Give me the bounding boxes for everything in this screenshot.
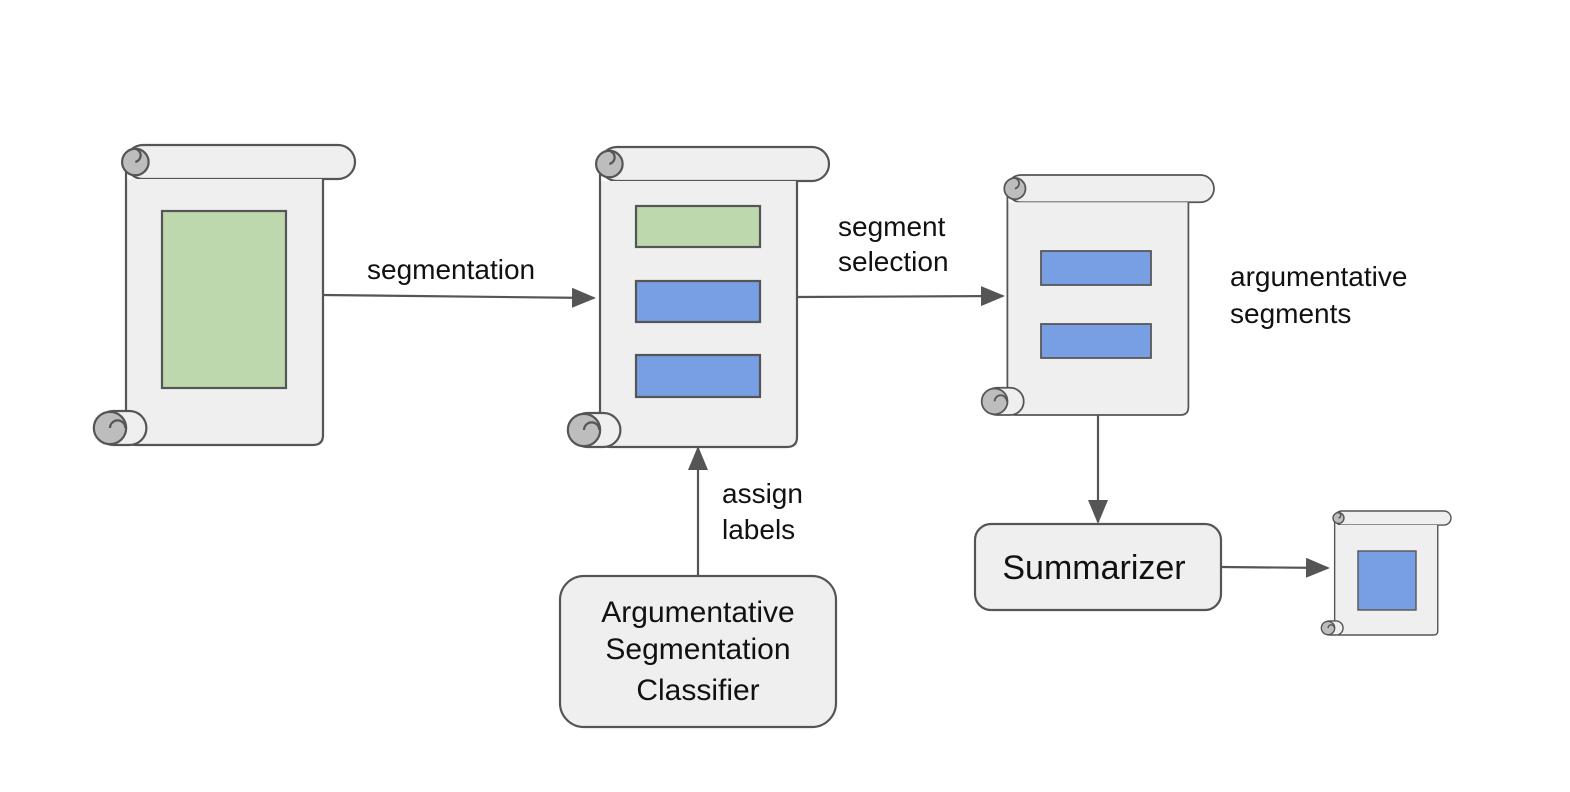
scroll-bottom-curl-inner: [993, 394, 1008, 402]
argumentative-segments-caption-line2: segments: [1230, 298, 1351, 329]
classifier-label-line2: Segmentation: [605, 633, 790, 666]
scroll-top-curl-inner: [1338, 511, 1342, 519]
assign-labels-label-line1: assign: [722, 478, 803, 509]
scroll-top-curl: [1332, 511, 1345, 525]
scroll-bottom-curl-inner: [1327, 624, 1336, 629]
classifier-label-line3: Classifier: [636, 674, 759, 707]
assign-labels-label-line2: labels: [722, 514, 795, 545]
argumentative-segment-blue: [1357, 550, 1417, 611]
scroll-top-roll: [1006, 174, 1215, 204]
argumentative-segment-blue: [1040, 250, 1152, 286]
classifier-box: [558, 574, 838, 729]
segment-selection-label-line2: selection: [838, 246, 949, 277]
text-segment-green: [634, 204, 762, 249]
classifier-label-line1: Argumentative: [601, 596, 794, 629]
scroll-top-curl-inner: [134, 147, 142, 164]
to-summary-arrow: [1220, 557, 1330, 578]
scroll-top-roll: [124, 143, 357, 181]
scroll-bottom-curl-inner: [582, 421, 601, 431]
text-segment-green: [160, 209, 288, 390]
argumentative-segment-blue: [1040, 323, 1152, 359]
segmentation-arrow: [322, 287, 596, 308]
summary-document-scroll-icon: [1320, 510, 1452, 636]
argumentative-segment-blue: [634, 279, 762, 324]
segment-selection-label-line1: segment: [838, 211, 946, 242]
selected-segments-scroll-icon: [980, 174, 1215, 416]
segmented-document-scroll-icon: [566, 145, 831, 449]
scroll-top-curl-inner: [1014, 177, 1020, 190]
summarizer-box: [973, 522, 1223, 612]
segmentation-label: segmentation: [367, 254, 535, 285]
scroll-top-roll: [598, 145, 831, 183]
scroll-bottom-curl-inner: [108, 419, 127, 429]
segment-selection-arrow: [796, 286, 1005, 307]
scroll-top-curl-inner: [608, 149, 616, 166]
scroll-top-roll: [1333, 510, 1452, 526]
argumentative-segments-caption-line1: argumentative: [1230, 261, 1407, 292]
argumentative-segment-blue: [634, 353, 762, 399]
summarizer-label: Summarizer: [1002, 549, 1185, 587]
input-document-scroll-icon: [92, 143, 357, 447]
scroll-body-fill: [1007, 188, 1189, 415]
